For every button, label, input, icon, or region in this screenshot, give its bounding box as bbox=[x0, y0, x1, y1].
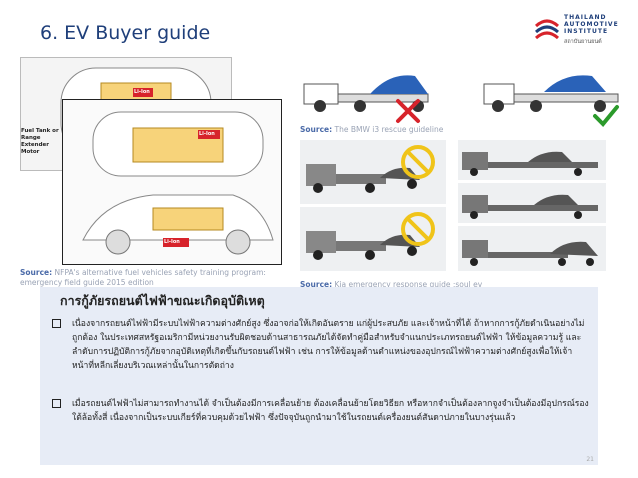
source-bmw: Source: The BMW i3 rescue guideline bbox=[300, 125, 443, 135]
logo-line-2: AUTOMOTIVE bbox=[564, 21, 619, 28]
logo-line-1: THAILAND bbox=[564, 14, 607, 21]
logo-brand: THAILAND AUTOMOTIVE INSTITUTE bbox=[564, 14, 619, 35]
source-kia-prefix: Source: bbox=[300, 280, 333, 289]
kia-right-tow-1 bbox=[458, 140, 606, 180]
logo-line-3: INSTITUTE bbox=[564, 28, 609, 35]
checkbox-bullet-icon bbox=[52, 319, 61, 328]
bullet-text-1: เนื่องจากรถยนต์ไฟฟ้ามีระบบไฟฟ้าความต่างศ… bbox=[72, 319, 585, 371]
check-icon bbox=[593, 105, 619, 127]
source-nfpa-text: NFPA's alternative fuel vehicles safety … bbox=[20, 268, 266, 287]
battery-label-2: Li-Ion bbox=[199, 131, 215, 137]
section-heading: การกู้ภัยรถยนต์ไฟฟ้าขณะเกิดอุบัติเหตุ bbox=[60, 293, 265, 308]
source-nfpa: Source: NFPA's alternative fuel vehicles… bbox=[20, 268, 270, 288]
rescue-section: การกู้ภัยรถยนต์ไฟฟ้าขณะเกิดอุบัติเหตุ เน… bbox=[40, 287, 598, 465]
ev-diagram-panel: Fuel Tank or Range Extender Motor Li-Ion… bbox=[20, 57, 282, 265]
logo-mark-icon bbox=[534, 19, 560, 40]
logo-sub: สถาบันยานยนต์ bbox=[564, 39, 602, 45]
kia-right-tow-3 bbox=[458, 226, 606, 271]
bmw-tow-panel bbox=[300, 58, 620, 126]
ev-topview-diagram-2: Li-Ion Li-Ion bbox=[62, 99, 282, 265]
source-kia: Source: Kia emergency response guide :so… bbox=[300, 280, 482, 290]
checkbox-bullet-icon bbox=[52, 399, 61, 408]
source-nfpa-prefix: Source: bbox=[20, 268, 53, 277]
page-number: 21 bbox=[586, 456, 594, 463]
battery-label-1: Li-Ion bbox=[134, 89, 150, 95]
bmw-tow-illustration bbox=[303, 75, 619, 112]
cross-icon bbox=[396, 99, 420, 123]
callout-label: Fuel Tank or Range Extender Motor bbox=[21, 128, 59, 155]
kia-wrong-tow-2 bbox=[300, 207, 446, 271]
bullet-text-2: เมื่อรถยนต์ไฟฟ้าไม่สามารถทำงานได้ จำเป็น… bbox=[72, 399, 589, 423]
source-bmw-text: The BMW i3 rescue guideline bbox=[334, 125, 444, 134]
battery-label-3: Li-Ion bbox=[164, 239, 180, 245]
source-kia-text: Kia emergency response guide :soul ev bbox=[334, 280, 483, 289]
kia-right-tow-2 bbox=[458, 183, 606, 223]
source-bmw-prefix: Source: bbox=[300, 125, 333, 134]
tai-logo: THAILAND AUTOMOTIVE INSTITUTE สถาบันยานย… bbox=[532, 14, 624, 52]
kia-wrong-tow-1 bbox=[300, 140, 446, 204]
page-title: 6. EV Buyer guide bbox=[40, 22, 211, 44]
